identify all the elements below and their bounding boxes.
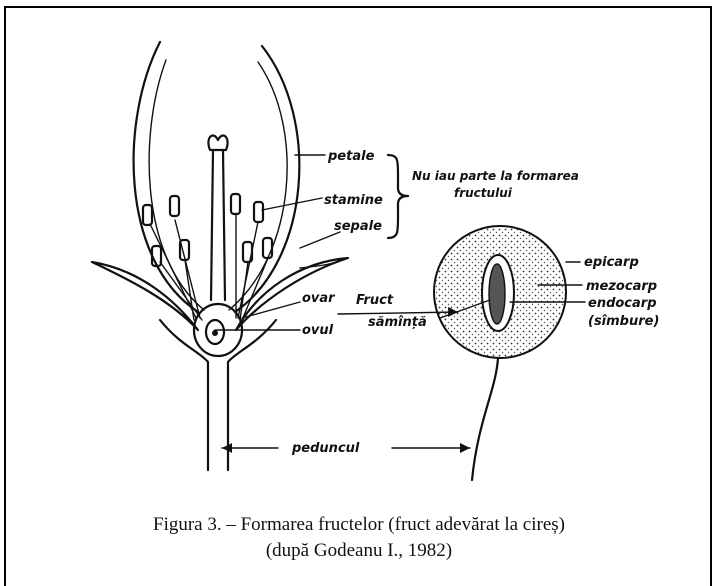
label-fruct: Fruct [356,293,394,308]
sepal-left [92,262,198,330]
label-ovar: ovar [302,291,336,306]
label-epicarp: epicarp [584,255,639,270]
note-line1: Nu iau parte la formarea [412,169,579,183]
label-peduncul: peduncul [291,441,360,456]
figure-caption: Figura 3. – Formarea fructelor (fruct ad… [0,514,718,536]
fruit-drawing [434,226,566,480]
stigma [208,135,227,150]
label-endocarp: endocarp [588,296,657,311]
label-ovul: ovul [302,323,334,338]
note-line2: fructului [454,186,513,200]
label-petale: petale [327,149,375,164]
style [211,150,225,300]
label-mezocarp: mezocarp [586,279,657,294]
petal-right [235,46,299,312]
label-samanta: sămînță [368,315,427,330]
label-simbure: (sîmbure) [588,314,659,329]
figure-source: (după Godeanu I., 1982) [0,540,718,562]
flower-fruit-diagram: petale Nu iau parte la formarea fructulu… [0,0,718,500]
fruit-stalk [472,358,498,480]
label-sepale: sepale [334,219,382,234]
brace [388,155,408,238]
label-stamine: stamine [324,193,383,208]
flower-drawing [92,42,348,470]
